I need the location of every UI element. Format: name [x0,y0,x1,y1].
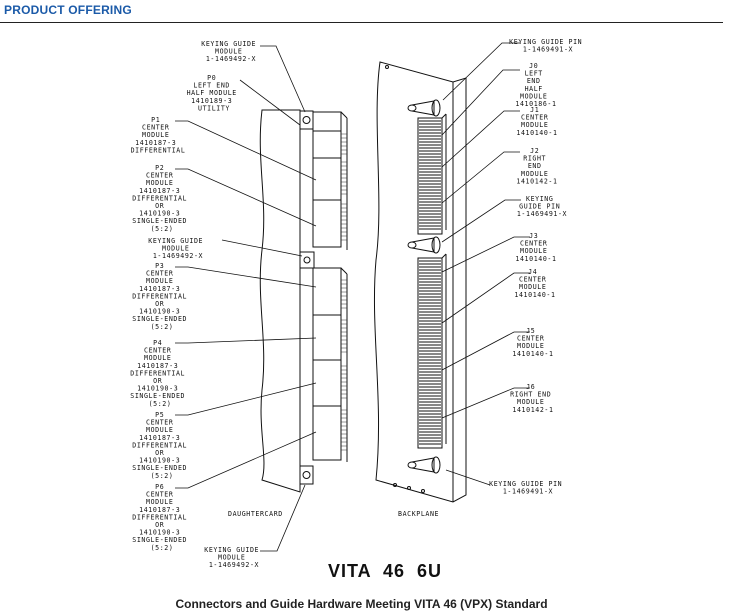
label-guide-pin-top: KEYING GUIDE PIN 1-1469491-X [509,38,587,54]
connector-body-upper [312,111,342,248]
header-rule [0,22,723,23]
backplane-connector-lower [417,257,443,449]
label-j5: J5 CENTER MODULE 1410140-1 [512,327,553,358]
backplane-connector-upper [417,117,443,235]
backplane-labels: KEYING GUIDE PIN 1-1469491-X J0 LEFT END… [398,38,587,518]
label-j0: J0 LEFT END HALF MODULE 1410186-1 [515,62,556,108]
label-p1: P1 CENTER MODULE 1410187-3 DIFFERENTIAL [131,116,186,154]
label-j1: J1 CENTER MODULE 1410140-1 [516,106,557,137]
backplane-name: BACKPLANE [398,510,439,518]
label-p0: P0 LEFT END HALF MODULE 1410189-3 UTILIT… [187,74,242,112]
label-p2: P2 CENTER MODULE 1410187-3 DIFFERENTIAL … [132,164,191,233]
label-j4: J4 CENTER MODULE 1410140-1 [514,268,555,299]
label-keying-guide-module-bottom: KEYING GUIDE MODULE 1-1469492-X [204,546,263,569]
label-keying-guide-module-middle: KEYING GUIDE MODULE 1-1469492-X [148,237,207,260]
daughtercard-drawing [259,109,348,493]
daughtercard-name: DAUGHTERCARD [228,510,283,518]
label-j2: J2 RIGHT END MODULE 1410142-1 [516,147,557,185]
backplane-drawing [373,61,467,503]
daughtercard-board [259,109,301,493]
label-p4: P4 CENTER MODULE 1410187-3 DIFFERENTIAL … [130,339,189,408]
keying-guide-middle [299,251,315,269]
leader-lines [175,42,530,552]
label-j3: J3 CENTER MODULE 1410140-1 [515,232,556,263]
keying-guide-top [299,110,314,130]
label-p3: P3 CENTER MODULE 1410187-3 DIFFERENTIAL … [132,262,191,331]
label-keying-guide-module-top: KEYING GUIDE MODULE 1-1469492-X [201,40,260,63]
label-guide-pin-middle: KEYING GUIDE PIN 1-1469491-X [517,195,567,218]
figure-title: VITA 46 6U [328,561,443,581]
label-guide-pin-bottom: KEYING GUIDE PIN 1-1469491-X [489,480,567,496]
section-header: PRODUCT OFFERING [4,3,132,17]
guide-pin-middle [407,236,441,254]
label-p5: P5 CENTER MODULE 1410187-3 DIFFERENTIAL … [132,411,191,480]
daughtercard-pin-field [341,133,347,451]
daughtercard-labels: KEYING GUIDE MODULE 1-1469492-X P0 LEFT … [130,40,283,569]
connector-body-lower [312,267,342,461]
keying-guide-bottom [299,465,314,485]
label-p6: P6 CENTER MODULE 1410187-3 DIFFERENTIAL … [132,483,191,552]
label-j6: J6 RIGHT END MODULE 1410142-1 [510,383,556,414]
guide-pin-top [407,99,441,117]
figure-caption: Connectors and Guide Hardware Meeting VI… [175,597,548,611]
guide-pin-bottom [407,456,441,474]
